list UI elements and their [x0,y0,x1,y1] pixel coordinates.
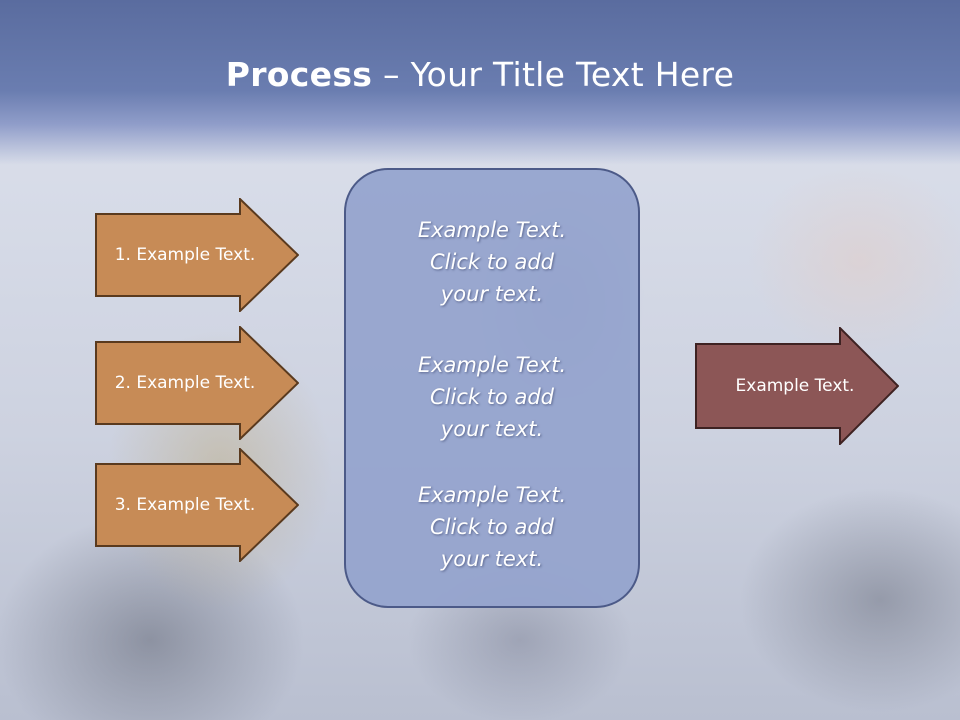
block-1-line-3: your text. [440,282,544,306]
center-text-block-1[interactable]: Example Text. Click to add your text. [346,214,638,310]
process-step-3-label: 3. Example Text. [114,495,256,515]
arrow-shape-icon [95,198,299,312]
result-arrow-label: Example Text. [735,376,855,396]
arrow-shape-icon [95,448,299,562]
process-step-2-label: 2. Example Text. [114,373,256,393]
block-2-line-3: your text. [440,417,544,441]
title-bold: Process [225,55,373,94]
block-1-line-2: Click to add [429,250,554,274]
slide-title[interactable]: Process – Your Title Text Here [0,55,960,94]
center-text-box[interactable]: Example Text. Click to add your text. Ex… [344,168,640,608]
block-1-line-1: Example Text. [417,218,567,242]
center-text-block-3[interactable]: Example Text. Click to add your text. [346,479,638,575]
process-step-2-arrow[interactable]: 2. Example Text. [95,326,299,440]
center-text-block-2[interactable]: Example Text. Click to add your text. [346,349,638,445]
title-rest: – Your Title Text Here [372,55,735,94]
arrow-shape-icon [695,327,899,445]
process-step-1-arrow[interactable]: 1. Example Text. [95,198,299,312]
block-2-line-1: Example Text. [417,353,567,377]
arrow-shape-icon [95,326,299,440]
result-arrow[interactable]: Example Text. [695,327,899,445]
process-step-3-arrow[interactable]: 3. Example Text. [95,448,299,562]
process-step-1-label: 1. Example Text. [114,245,256,265]
block-2-line-2: Click to add [429,385,554,409]
block-3-line-2: Click to add [429,515,554,539]
block-3-line-3: your text. [440,547,544,571]
title-bar [0,0,960,165]
block-3-line-1: Example Text. [417,483,567,507]
